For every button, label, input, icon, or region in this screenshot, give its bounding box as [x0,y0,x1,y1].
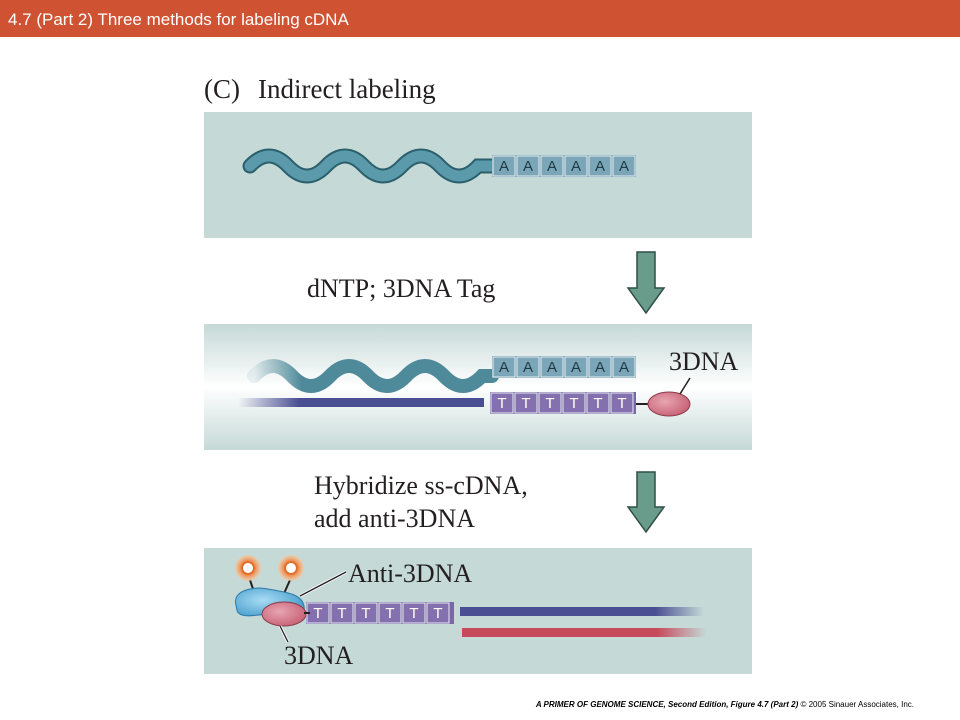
poly-t-nucleotide-letter: T [569,395,578,412]
poly-a-nucleotide-box [516,356,540,378]
panel-label: (C) [204,74,240,104]
panel-title: Indirect labeling [258,74,436,104]
poly-a-nucleotide-box [516,155,540,177]
fluorophore-left-core [241,561,255,575]
poly-a-nucleotide-letter: A [499,359,509,376]
poly-t-nucleotide-box [562,392,586,414]
poly-a-nucleotide-letter: A [523,359,533,376]
down-arrow [626,251,666,315]
poly-t-nucleotide-letter: T [545,395,554,412]
poly-t-nucleotide-letter: T [337,605,346,622]
poly-a-nucleotide-letter: A [571,158,581,175]
poly-t-nucleotide-box [330,602,354,624]
poly-a-nucleotide-letter: A [571,359,581,376]
poly-t-nucleotide-box [610,392,634,414]
poly-a-nucleotide-box [564,356,588,378]
poly-t-nucleotide-box [538,392,562,414]
poly-t-nucleotide-letter: T [617,395,626,412]
poly-t-nucleotide-letter: T [409,605,418,622]
footer-copyright: © 2005 Sinauer Associates, Inc. [800,700,914,709]
poly-t-nucleotide-letter: T [433,605,442,622]
poly-a-nucleotide-letter: A [547,158,557,175]
poly-a-nucleotide-letter: A [499,158,509,175]
poly-t-nucleotide-box [586,392,610,414]
poly-a-nucleotide-letter: A [595,158,605,175]
poly-t-nucleotide-letter: T [313,605,322,622]
poly-a-nucleotide-box [588,356,612,378]
mrna-strand-step2 [247,359,499,393]
poly-t-nucleotide-letter: T [385,605,394,622]
poly-a-nucleotide-box [612,356,636,378]
poly-t-nucleotide-letter: T [521,395,530,412]
3dna-tag-step3 [261,601,307,627]
footer-credit: A PRIMER OF GENOME SCIENCE, Second Editi… [536,700,914,710]
poly-a-nucleotide-letter: A [547,359,557,376]
footer-source: A PRIMER OF GENOME SCIENCE, Second Editi… [535,700,799,709]
cdna-strand [238,398,484,407]
poly-a-nucleotide-letter: A [523,158,533,175]
poly-a-nucleotide-box [492,155,516,177]
antibody-label-leader-inner [299,571,347,597]
poly-t-nucleotide-letter: T [361,605,370,622]
mrna-strand-fill [244,150,498,182]
step3-instruction-line2: add anti-3DNA [314,504,475,533]
poly-a-nucleotide-box [492,356,516,378]
poly-t-nucleotide-letter: T [497,395,506,412]
poly-a-nucleotide-box [612,155,636,177]
poly-a-nucleotide-box [540,356,564,378]
3dna-tag-label-step3: 3DNA [284,641,354,670]
poly-t-nucleotide-box [354,602,378,624]
poly-a-nucleotide-box [564,155,588,177]
poly-a-nucleotide-letter: A [619,359,629,376]
poly-t-nucleotide-box [378,602,402,624]
down-arrow-2 [626,471,666,534]
poly-t-nucleotide-box [490,392,514,414]
poly-a-nucleotide-letter: A [619,158,629,175]
poly-a-nucleotide-box [588,155,612,177]
header-bar: 4.7 (Part 2) Three methods for labeling … [0,0,960,37]
step2-reagents: dNTP; 3DNA Tag [307,274,495,303]
poly-t-nucleotide-box [514,392,538,414]
cdna-strand-step3 [460,607,704,616]
poly-t-nucleotide-letter: T [593,395,602,412]
tag-label-leader-step3-inner [279,625,289,643]
anti-3dna-label: Anti-3DNA [348,559,472,588]
poly-a-nucleotide-box [540,155,564,177]
slide-title: 4.7 (Part 2) Three methods for labeling … [8,10,349,29]
fluorophore-right-core [284,561,298,575]
poly-a-nucleotide-letter: A [595,359,605,376]
step3-instruction-line1: Hybridize ss-cDNA, [314,471,528,500]
3dna-tag [647,391,691,417]
3dna-tag-label: 3DNA [669,347,739,376]
poly-t-nucleotide-box [426,602,450,624]
tag-label-leader [679,377,691,395]
poly-t-nucleotide-box [402,602,426,624]
complementary-strand [462,628,706,637]
